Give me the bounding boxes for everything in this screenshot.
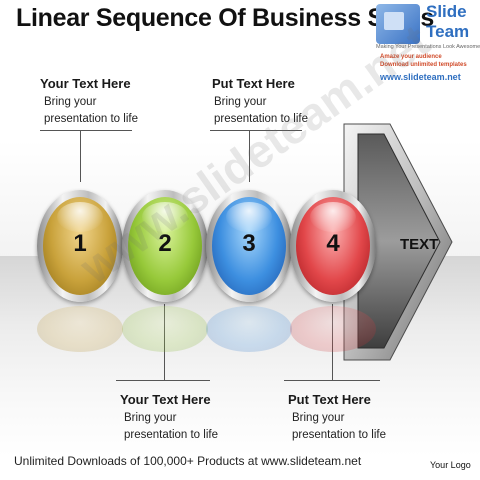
callout-2-connector: [249, 130, 250, 182]
logo-tagline: Making Your Presentations Look Awesome: [376, 44, 480, 50]
logo-line-1: Amaze your audience: [380, 54, 442, 60]
step-4-reflection: [290, 306, 376, 352]
step-3-sphere: [212, 197, 286, 295]
callout-2-body: Bring your presentation to life: [214, 96, 308, 125]
slideteam-logo: Slide Team Making Your Presentations Loo…: [376, 2, 480, 86]
step-2-number: 2: [158, 230, 172, 257]
chevron-arrow: [343, 123, 453, 361]
callout-1-body: Bring your presentation to life: [44, 96, 138, 125]
logo-word-team: Team: [426, 22, 470, 41]
step-3-number: 3: [242, 230, 256, 257]
step-4-number: 4: [326, 230, 340, 257]
callout-3-connector: [164, 304, 165, 380]
logo-icon: [376, 4, 420, 44]
callout-1-connector: [80, 130, 81, 182]
arrow-label: TEXT: [400, 236, 439, 253]
callout-3-title: Your Text Here: [120, 392, 211, 407]
step-3-circle: 3: [206, 190, 292, 302]
step-1-circle: 1: [37, 190, 123, 302]
callout-3-body: Bring your presentation to life: [124, 412, 218, 441]
callout-4-title: Put Text Here: [288, 392, 371, 407]
your-logo-text: Your Logo: [430, 460, 471, 470]
callout-1-rule: [40, 130, 132, 131]
step-1-sphere: [43, 197, 117, 295]
step-2-reflection: [122, 306, 208, 352]
logo-line-2: Download unlimited templates: [380, 62, 467, 68]
callout-4-body: Bring your presentation to life: [292, 412, 386, 441]
callout-4-connector: [332, 304, 333, 380]
slide-title: Linear Sequence Of Business Steps: [16, 4, 435, 32]
step-1-number: 1: [73, 230, 87, 257]
callout-2-rule: [210, 130, 302, 131]
step-3-reflection: [206, 306, 292, 352]
logo-url: www.slideteam.net: [380, 72, 461, 82]
step-4-sphere: [296, 197, 370, 295]
footer-text: Unlimited Downloads of 100,000+ Products…: [14, 454, 362, 468]
callout-3-rule: [116, 380, 210, 381]
step-1-reflection: [37, 306, 123, 352]
step-4-circle: 4: [290, 190, 376, 302]
callout-4-rule: [284, 380, 380, 381]
callout-1-title: Your Text Here: [40, 76, 131, 91]
logo-word-slide: Slide: [426, 2, 467, 21]
callout-2-title: Put Text Here: [212, 76, 295, 91]
step-2-circle: 2: [122, 190, 208, 302]
step-2-sphere: [128, 197, 202, 295]
